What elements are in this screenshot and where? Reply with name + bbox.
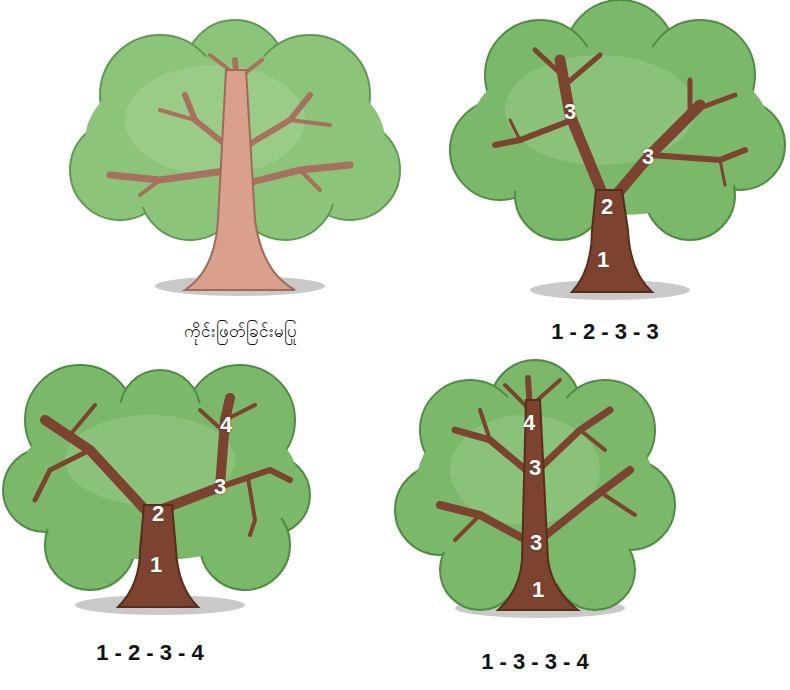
callout-number: 3: [214, 474, 226, 500]
callout-number: 1: [532, 577, 544, 603]
callout-number: 2: [152, 501, 164, 527]
pruned-tree: [3, 365, 310, 615]
callout-number: 3: [564, 99, 576, 125]
callout-number: 1: [597, 247, 609, 273]
callout-number: 3: [529, 455, 541, 481]
pruned-tree: [395, 360, 675, 618]
pruned-tree: [450, 0, 785, 300]
tree-caption: 1 - 3 - 3 - 4: [481, 649, 589, 675]
tree-caption: 1 - 2 - 3 - 4: [96, 640, 204, 666]
callout-number: 4: [220, 412, 232, 438]
tree-caption: 1 - 2 - 3 - 3: [551, 319, 659, 345]
callout-number: 2: [601, 194, 613, 220]
callout-number: 1: [150, 552, 162, 578]
tree-caption: ကိုင်းဖြတ်ခြင်းမပြု: [184, 320, 297, 345]
callout-number: 3: [642, 144, 654, 170]
callout-number: 3: [530, 530, 542, 556]
callout-number: 4: [523, 410, 535, 436]
unpruned-tree: [70, 20, 400, 296]
